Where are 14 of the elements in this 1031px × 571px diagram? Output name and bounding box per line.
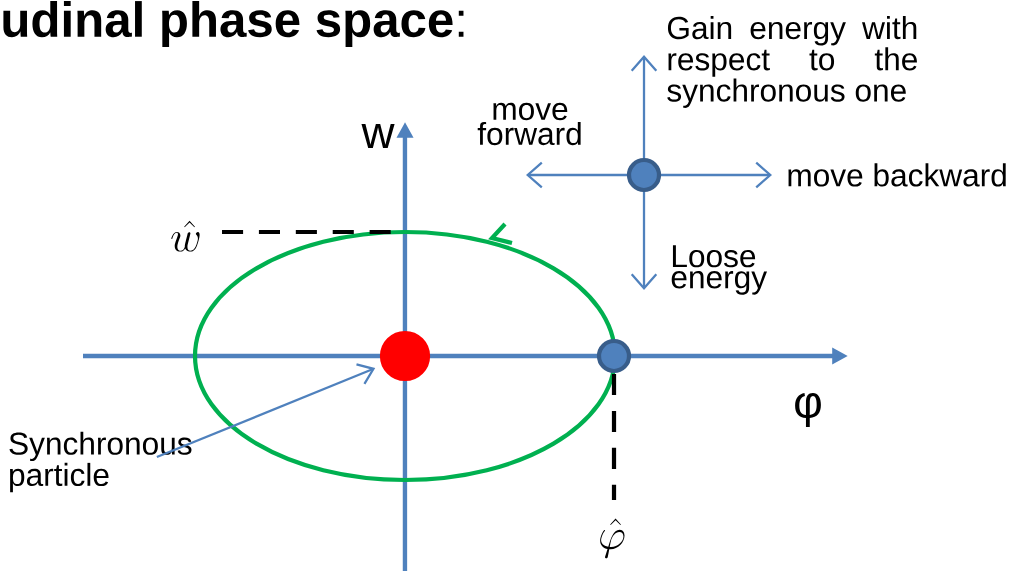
direction-label: move forward <box>477 102 581 146</box>
direction-label: move backward <box>788 163 1006 187</box>
axis-label: w <box>361 123 395 149</box>
caption-text: Synchronous particle <box>9 431 192 493</box>
axis-label: φ <box>795 392 821 428</box>
amplitude-label: $\hat{\varphi}$ <box>600 518 625 559</box>
particle-dot <box>596 338 632 374</box>
title: udinal phase space: <box>3 1 464 47</box>
amplitude-label: $\hat{w}$ <box>171 220 200 252</box>
direction-label: Loose energy <box>671 245 767 295</box>
leader-line <box>156 363 376 459</box>
particle-dot <box>379 330 431 382</box>
description-text: Gain energy with respect to the synchronous one <box>667 16 917 108</box>
particle-dot <box>626 157 662 193</box>
